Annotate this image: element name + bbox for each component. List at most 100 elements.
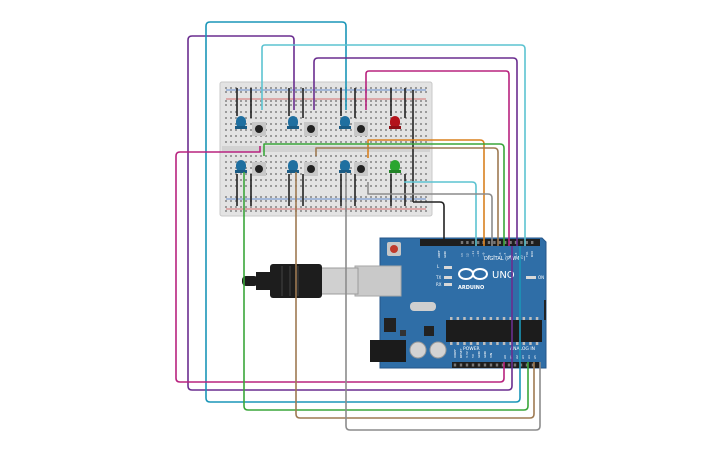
digital-pin[interactable] [514, 241, 518, 244]
header-pin[interactable] [453, 363, 457, 367]
svg-text:GND: GND [477, 350, 481, 358]
usb-cable[interactable] [242, 264, 359, 298]
arduino-uno-board[interactable]: UNO ARDUINO DIGITAL (PWM~) POWER ANALOG … [354, 237, 547, 369]
led-blue[interactable] [235, 160, 247, 173]
led-green[interactable] [389, 160, 401, 173]
digital-pin[interactable] [466, 241, 469, 244]
on-led [526, 276, 536, 279]
digital-pin[interactable] [509, 241, 512, 244]
digital-pin-label: RX0 [530, 251, 534, 257]
header-pin[interactable] [525, 363, 529, 367]
svg-text:5V: 5V [471, 353, 475, 358]
board-maker: ARDUINO [458, 285, 484, 291]
header-pin[interactable] [519, 363, 523, 367]
wire-magenta-top [365, 70, 510, 246]
led-blue[interactable] [339, 116, 351, 129]
wire-purple-top [313, 57, 518, 246]
led-blue[interactable] [287, 160, 299, 173]
digital-pin-label: 4 [509, 255, 513, 257]
wire-cyan-mid [404, 181, 477, 246]
tx-led [444, 276, 452, 279]
on-label: ON [538, 275, 544, 280]
header-pin[interactable] [459, 363, 463, 367]
header-pin[interactable] [489, 363, 493, 367]
header-pin[interactable] [483, 363, 487, 367]
header-pin[interactable] [477, 363, 481, 367]
push-button[interactable] [304, 162, 318, 176]
wire-green-top [263, 143, 505, 246]
wire-green-bottom [243, 172, 529, 411]
led-blue[interactable] [339, 160, 351, 173]
wire-gray-bottom [345, 172, 541, 431]
tx-label: TX [435, 275, 441, 280]
breadboard[interactable] [219, 81, 433, 217]
push-button[interactable] [252, 122, 266, 136]
wire-cyan-top [261, 44, 526, 246]
push-button[interactable] [252, 162, 266, 176]
push-button[interactable] [354, 162, 368, 176]
svg-text:IOREF: IOREF [453, 349, 457, 358]
usb-port [354, 265, 402, 297]
power-pin-labels: IOREF RESET 3.3V 5V GND GND VIN [453, 348, 493, 358]
analog-pin-label: A0 [503, 355, 507, 359]
digital-pin-label: ~6 [498, 252, 502, 257]
digital-pin[interactable] [487, 241, 491, 244]
header-pin[interactable] [501, 363, 505, 367]
header-pin[interactable] [465, 363, 469, 367]
digital-pin[interactable] [520, 241, 523, 244]
svg-text:AREF: AREF [437, 250, 441, 258]
digital-pin-label: ~9 [482, 252, 486, 257]
led-red[interactable] [389, 116, 401, 129]
svg-text:RESET: RESET [459, 348, 463, 358]
wire-teal-outer [205, 21, 521, 403]
top-row-components [235, 116, 401, 136]
digital-pin-label: ~5 [503, 252, 507, 257]
board-brand: UNO [492, 270, 515, 281]
analog-header[interactable] [453, 363, 535, 367]
analog-pin-label: A1 [509, 355, 513, 359]
wire-gray-mid [367, 182, 493, 246]
arduino-logo [458, 268, 488, 280]
push-button[interactable] [354, 122, 368, 136]
capacitor [409, 341, 427, 359]
header-pin[interactable] [507, 363, 511, 367]
led-blue[interactable] [235, 116, 247, 129]
capacitor [429, 341, 447, 359]
wire-brown-bottom [295, 172, 535, 419]
digital-pin-label: TX1 [525, 251, 529, 258]
svg-text:3.3V: 3.3V [465, 350, 469, 358]
svg-text:GND: GND [483, 350, 487, 358]
digital-pin[interactable] [460, 241, 464, 244]
wire-brown-top [315, 147, 499, 246]
svg-text:VIN: VIN [489, 353, 493, 358]
digital-pin-label: 12 [465, 253, 469, 257]
header-pin[interactable] [531, 363, 535, 367]
analog-header-label: ANALOG IN [510, 346, 535, 352]
digital-pin[interactable] [493, 241, 496, 244]
voltage-regulator [384, 318, 396, 332]
wires [175, 21, 541, 431]
digital-pin[interactable] [471, 241, 474, 244]
digital-pin-label: ~10 [476, 251, 480, 257]
digital-pin[interactable] [525, 241, 528, 244]
digital-pin-label: 8 [487, 255, 491, 257]
digital-pin[interactable] [477, 241, 480, 244]
power-jack[interactable] [370, 340, 406, 362]
analog-pin-label: A5 [533, 355, 537, 359]
breadboard-jumpers [236, 88, 414, 206]
digital-pin[interactable] [498, 241, 501, 244]
led-blue[interactable] [287, 116, 299, 129]
push-button[interactable] [304, 122, 318, 136]
wire-purple-outer [187, 35, 513, 391]
digital-pin[interactable] [531, 241, 534, 244]
reset-button-cap[interactable] [390, 245, 398, 253]
crystal-oscillator [410, 302, 436, 311]
digital-pin-label: ~11 [471, 251, 475, 257]
power-header-label: POWER [463, 346, 480, 352]
digital-header-label: DIGITAL (PWM~) [484, 256, 526, 262]
analog-pin-label: A4 [527, 355, 531, 359]
header-pin[interactable] [495, 363, 499, 367]
header-pin[interactable] [513, 363, 517, 367]
header-pin[interactable] [471, 363, 475, 367]
digital-pin[interactable] [504, 241, 507, 244]
